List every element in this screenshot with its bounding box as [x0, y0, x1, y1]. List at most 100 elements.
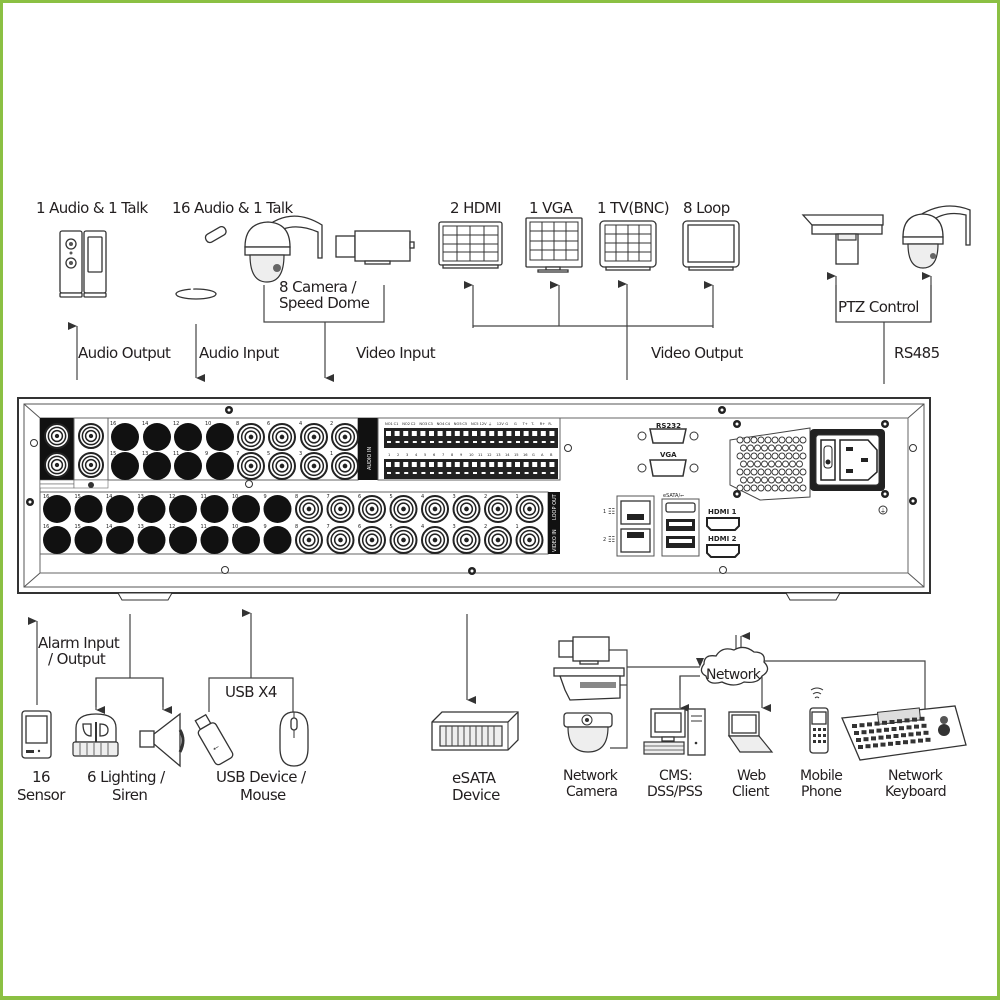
audio-output-label: Audio Output	[78, 344, 171, 362]
port-number: 9	[264, 524, 267, 530]
terminal-screw[interactable]	[411, 431, 417, 436]
network-camera-label-line2: Camera	[566, 784, 617, 800]
video-in-port[interactable]	[358, 526, 386, 554]
video-in-port[interactable]	[326, 526, 355, 554]
port-number: 15	[75, 524, 81, 530]
terminal-screw[interactable]	[506, 431, 512, 436]
cms-label-line1: CMS:	[659, 768, 692, 784]
video-in-port[interactable]	[421, 526, 449, 554]
terminal-screw[interactable]	[446, 462, 452, 467]
terminal-screw[interactable]	[429, 462, 434, 467]
loop-out-port[interactable]	[326, 495, 355, 523]
video-in-port[interactable]	[452, 526, 481, 554]
port-number: 9	[205, 451, 208, 457]
video-in-port[interactable]	[295, 526, 323, 554]
terminal-screw[interactable]	[463, 462, 469, 467]
usb-x4-label: USB X4	[225, 683, 277, 701]
video-in-port[interactable]	[389, 526, 418, 554]
audio-in-port[interactable]	[300, 423, 328, 451]
terminal-screw[interactable]	[411, 462, 417, 467]
loop-out-port[interactable]	[515, 495, 544, 523]
port-number: 5	[267, 451, 270, 457]
audio-out-port[interactable]	[44, 423, 70, 449]
alarm-terminal-label: G	[505, 422, 508, 426]
loop-out-tag: LOOP OUT	[552, 493, 558, 520]
esata-usb-label: eSATA/⭠	[663, 493, 684, 499]
terminal-screw[interactable]	[480, 431, 486, 436]
video-in-port[interactable]	[484, 526, 512, 554]
audio-in-port[interactable]	[331, 452, 359, 480]
blank-audio-in	[143, 423, 171, 451]
terminal-screw[interactable]	[463, 431, 469, 436]
port-number: 16	[43, 494, 49, 500]
blank-audio-in	[111, 452, 139, 480]
terminal-screw[interactable]	[472, 462, 477, 467]
loop-out-port[interactable]	[389, 495, 418, 523]
audio-in-port[interactable]	[268, 452, 296, 480]
hdmi-port-1	[706, 517, 740, 531]
loop-out-port[interactable]	[295, 495, 323, 523]
terminal-screw[interactable]	[549, 431, 555, 436]
sensor-label-line1: 16	[32, 768, 50, 786]
blank-video-port	[106, 526, 134, 554]
terminal-screw[interactable]	[394, 431, 400, 436]
terminal-screw[interactable]	[489, 462, 495, 467]
terminal-screw[interactable]	[446, 431, 452, 436]
loop-out-port[interactable]	[484, 495, 512, 523]
terminal-screw[interactable]	[489, 431, 495, 436]
terminal-screw[interactable]	[403, 462, 409, 467]
bnc-port[interactable]	[78, 452, 104, 478]
terminal-screw[interactable]	[437, 431, 443, 436]
bnc-port[interactable]	[78, 423, 104, 449]
loop-out-port[interactable]	[452, 495, 481, 523]
terminal-screw[interactable]	[420, 431, 426, 436]
audio-in-port[interactable]	[237, 423, 265, 451]
terminal-screw[interactable]	[429, 431, 434, 436]
terminal-screw[interactable]	[454, 431, 460, 436]
terminal-screw[interactable]	[497, 431, 503, 436]
terminal-screw[interactable]	[437, 462, 443, 467]
terminal-screw[interactable]	[497, 462, 503, 467]
loop-out-port[interactable]	[421, 495, 449, 523]
terminal-screw[interactable]	[506, 462, 512, 467]
terminal-screw[interactable]	[532, 462, 538, 467]
blank-audio-in	[143, 452, 171, 480]
alarm-terminal-label: C3	[428, 422, 433, 426]
alarm-terminal-label: G	[514, 422, 517, 426]
terminal-screw[interactable]	[523, 431, 529, 436]
fan-grille	[729, 420, 811, 501]
terminal-screw[interactable]	[515, 431, 520, 436]
terminal-screw[interactable]	[386, 431, 391, 436]
terminal-screw[interactable]	[540, 431, 546, 436]
audio-in-port[interactable]	[300, 452, 328, 480]
terminal-screw[interactable]	[403, 431, 409, 436]
terminal-screw[interactable]	[540, 462, 546, 467]
blank-video-port	[106, 495, 134, 523]
audio-in-port[interactable]	[237, 452, 265, 480]
blank-video-port	[43, 526, 71, 554]
terminal-screw[interactable]	[523, 462, 529, 467]
alarm-terminal-label: NO5	[454, 422, 462, 426]
blank-video-port	[169, 526, 197, 554]
terminal-screw[interactable]	[532, 431, 538, 436]
video-out-port[interactable]	[44, 452, 70, 478]
terminal-screw[interactable]	[515, 462, 520, 467]
alarm-terminal-label: NC5	[471, 422, 478, 426]
rs232-port	[637, 428, 699, 444]
lan-1-label: 1	[603, 509, 606, 515]
terminal-screw[interactable]	[420, 462, 426, 467]
alarm-terminal-label: 12	[487, 453, 492, 457]
terminal-screw[interactable]	[386, 462, 391, 467]
loop-out-port[interactable]	[358, 495, 386, 523]
audio-in-port[interactable]	[331, 423, 359, 451]
terminal-screw[interactable]	[480, 462, 486, 467]
audio-in-port[interactable]	[268, 423, 296, 451]
terminal-screw[interactable]	[394, 462, 400, 467]
terminal-screw[interactable]	[549, 462, 555, 467]
mobile-phone-icon	[809, 687, 829, 754]
monitor-label-tv: 1 TV(BNC)	[597, 199, 669, 217]
terminal-screw[interactable]	[454, 462, 460, 467]
video-in-port[interactable]	[515, 526, 544, 554]
port-number: 5	[390, 524, 393, 530]
terminal-screw[interactable]	[472, 431, 477, 436]
